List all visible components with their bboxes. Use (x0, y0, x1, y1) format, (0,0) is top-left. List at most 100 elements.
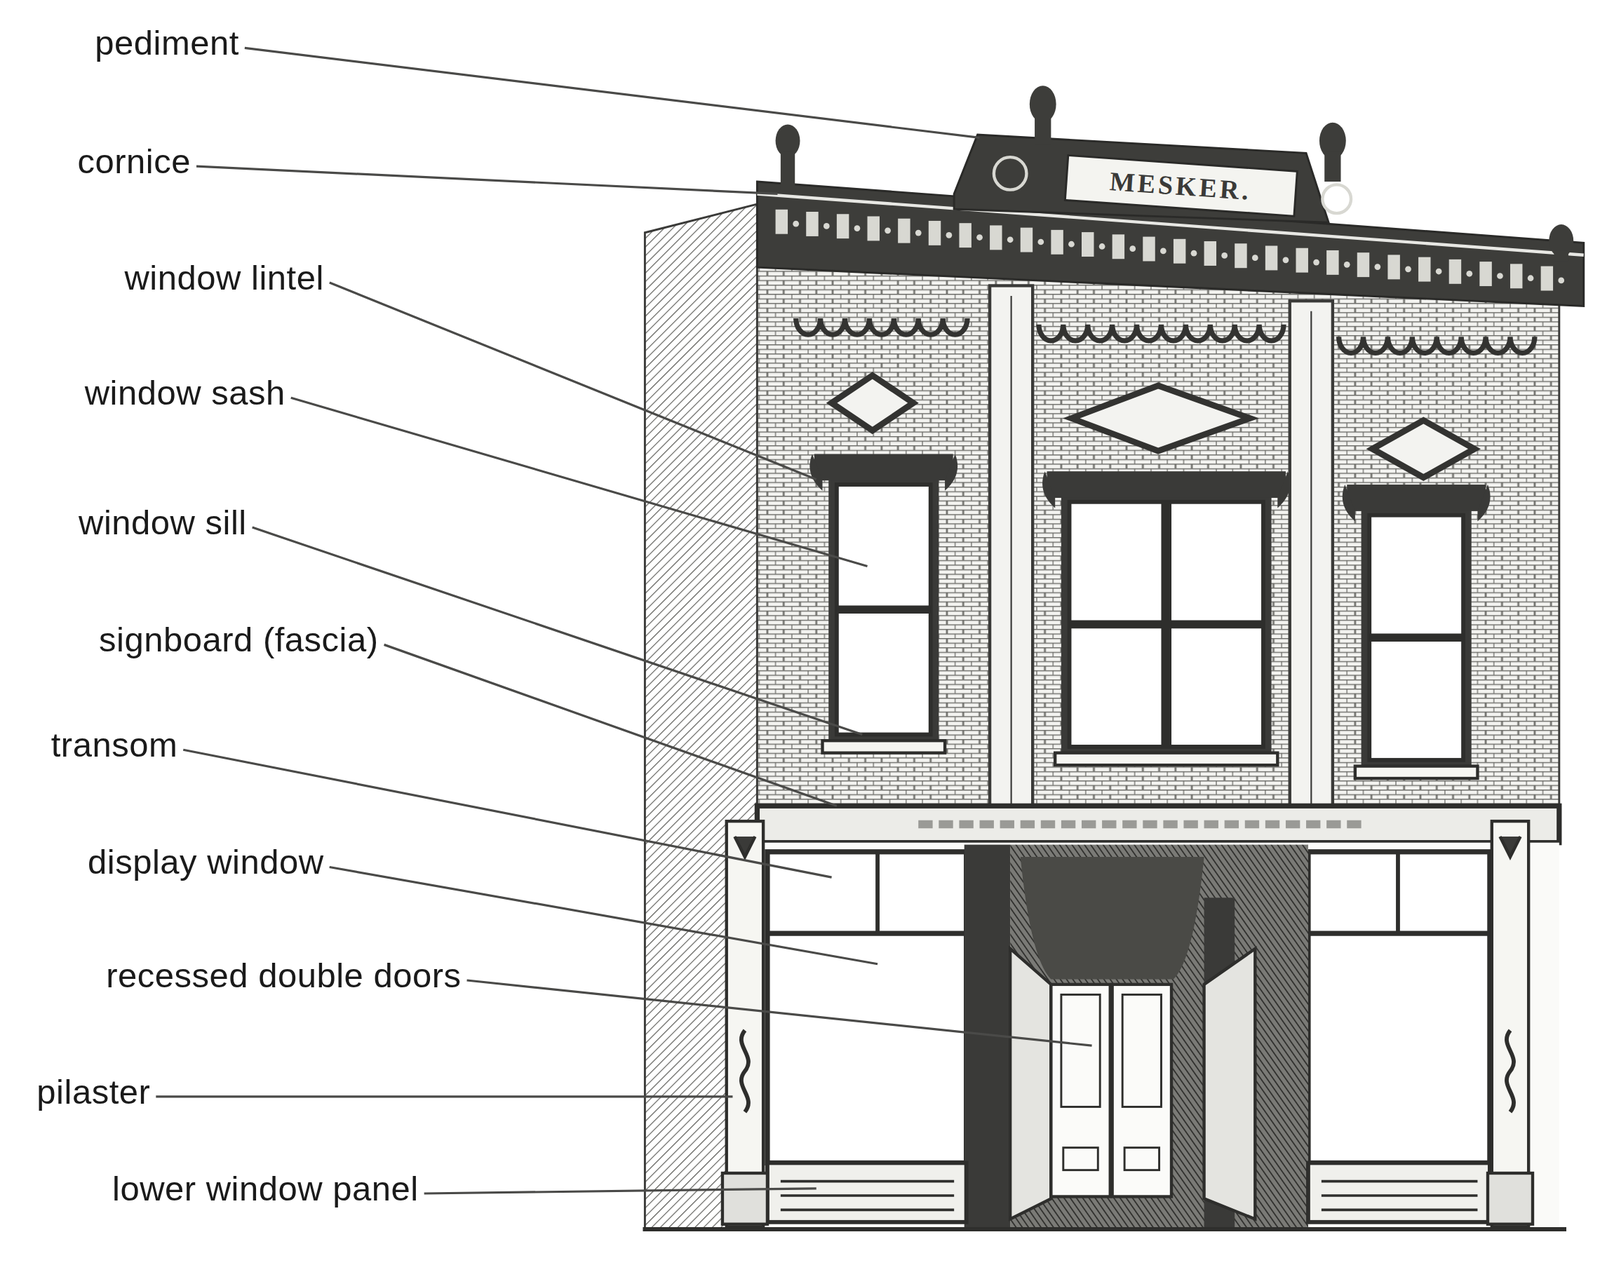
upper-window (822, 740, 946, 753)
upper-window (809, 453, 1490, 779)
scalloped-frieze (796, 318, 1535, 353)
upper-pilaster (1289, 300, 1333, 811)
upper-window (1160, 502, 1172, 748)
display-window (1308, 852, 1490, 1164)
part-label: window lintel (124, 256, 324, 299)
cornice-modillion (1374, 263, 1382, 271)
cornice-modillion (1357, 252, 1370, 278)
double-doors (1061, 994, 1100, 1107)
cornice-modillion (915, 230, 922, 237)
cornice-modillion (1112, 234, 1125, 259)
scalloped-frieze (1339, 336, 1535, 353)
storefront-pilaster (741, 1030, 1514, 1112)
upper-window (1369, 515, 1464, 761)
leader-line (244, 47, 980, 138)
part-label: pediment (94, 21, 240, 64)
cornice-modillion (854, 225, 861, 232)
upper-window (828, 478, 939, 741)
cornice-modillion (1435, 268, 1443, 275)
cornice-modillion (1142, 237, 1155, 262)
cornice-modillion (1265, 245, 1278, 271)
upper-window (1042, 471, 1290, 508)
upper-window (1047, 471, 1286, 499)
leader-line (467, 980, 1093, 1046)
upper-window (836, 605, 931, 614)
cornice-modillion (775, 209, 1565, 292)
storefront-pilaster (1491, 821, 1529, 1228)
storefront-pilaster (722, 821, 1533, 1228)
upper-window (836, 484, 931, 735)
upper-pilaster (989, 285, 1333, 811)
cornice-modillion (958, 223, 971, 248)
cornice-modillion (1081, 232, 1094, 257)
upper-pilaster (989, 285, 1033, 811)
cornice-modillion (1404, 265, 1412, 273)
cornice-modillion (989, 225, 1002, 250)
ground-line (642, 1227, 1567, 1232)
cornice-modillion (946, 232, 953, 239)
cornice-modillion (1191, 250, 1198, 257)
upper-window (1061, 495, 1272, 754)
cornice-modillion (1326, 250, 1339, 275)
finial (1324, 150, 1341, 182)
storefront-pilaster (722, 1173, 768, 1225)
pediment-shape (1322, 184, 1351, 214)
cornice-modillion (823, 223, 830, 230)
leader-line (196, 166, 778, 194)
cornice-modillion (1313, 259, 1320, 266)
part-label: pilaster (36, 1071, 151, 1114)
leader-line (424, 1188, 817, 1194)
part-label: transom (51, 723, 179, 766)
upper-window (1346, 484, 1486, 512)
scalloped-frieze (1038, 324, 1284, 341)
cornice-modillion (1510, 263, 1523, 289)
cornice-modillion (1282, 257, 1290, 264)
part-label: signboard (fascia) (98, 618, 379, 661)
cornice-modillion (1068, 241, 1075, 248)
upper-window (1361, 509, 1472, 767)
pediment-lettering: MESKER. (1108, 165, 1253, 207)
upper-window (1355, 766, 1478, 779)
cornice-modillion (1173, 239, 1186, 264)
double-doors (1124, 1148, 1159, 1171)
pediment-shape (993, 157, 1027, 191)
display-window (875, 852, 880, 934)
finial (775, 85, 1575, 261)
cornice-modillion (1449, 259, 1462, 285)
display-window (767, 852, 967, 1164)
part-label: recessed double doors (105, 954, 461, 997)
upper-window (1069, 502, 1264, 748)
part-label: window sill (78, 501, 247, 544)
diamond-ornament (1372, 420, 1475, 477)
cornice-modillion (1129, 245, 1136, 252)
cornice-modillion (1541, 266, 1554, 292)
cornice-modillion (1007, 236, 1014, 243)
storefront-pilaster (1487, 1173, 1533, 1225)
cornice-modillion (1387, 254, 1400, 280)
cornice-modillion (1204, 241, 1217, 266)
display-window (1395, 852, 1401, 934)
leader-line (329, 867, 878, 965)
upper-window (1342, 484, 1491, 522)
cornice-modillion (1418, 257, 1431, 282)
cornice-modillion (1099, 243, 1106, 250)
storefront-pilaster (734, 836, 1521, 858)
cornice-modillion (1479, 261, 1492, 287)
finial (1554, 251, 1569, 262)
cornice-modillion (884, 227, 891, 234)
leader-line (329, 282, 817, 480)
lower-panel (780, 1181, 1478, 1211)
cornice-modillion (792, 220, 799, 228)
part-label: cornice (77, 140, 191, 183)
cornice-modillion (1020, 227, 1033, 253)
upper-pilaster (1310, 311, 1312, 807)
diamond-ornament (831, 375, 914, 431)
cornice-modillion (1037, 239, 1044, 246)
upper-window (1369, 633, 1464, 642)
upper-window (1054, 753, 1278, 766)
pediment-shape (1064, 155, 1297, 217)
cornice-modillion (1557, 277, 1565, 285)
signboard-band (756, 805, 1559, 843)
lower-panel (767, 1162, 967, 1222)
